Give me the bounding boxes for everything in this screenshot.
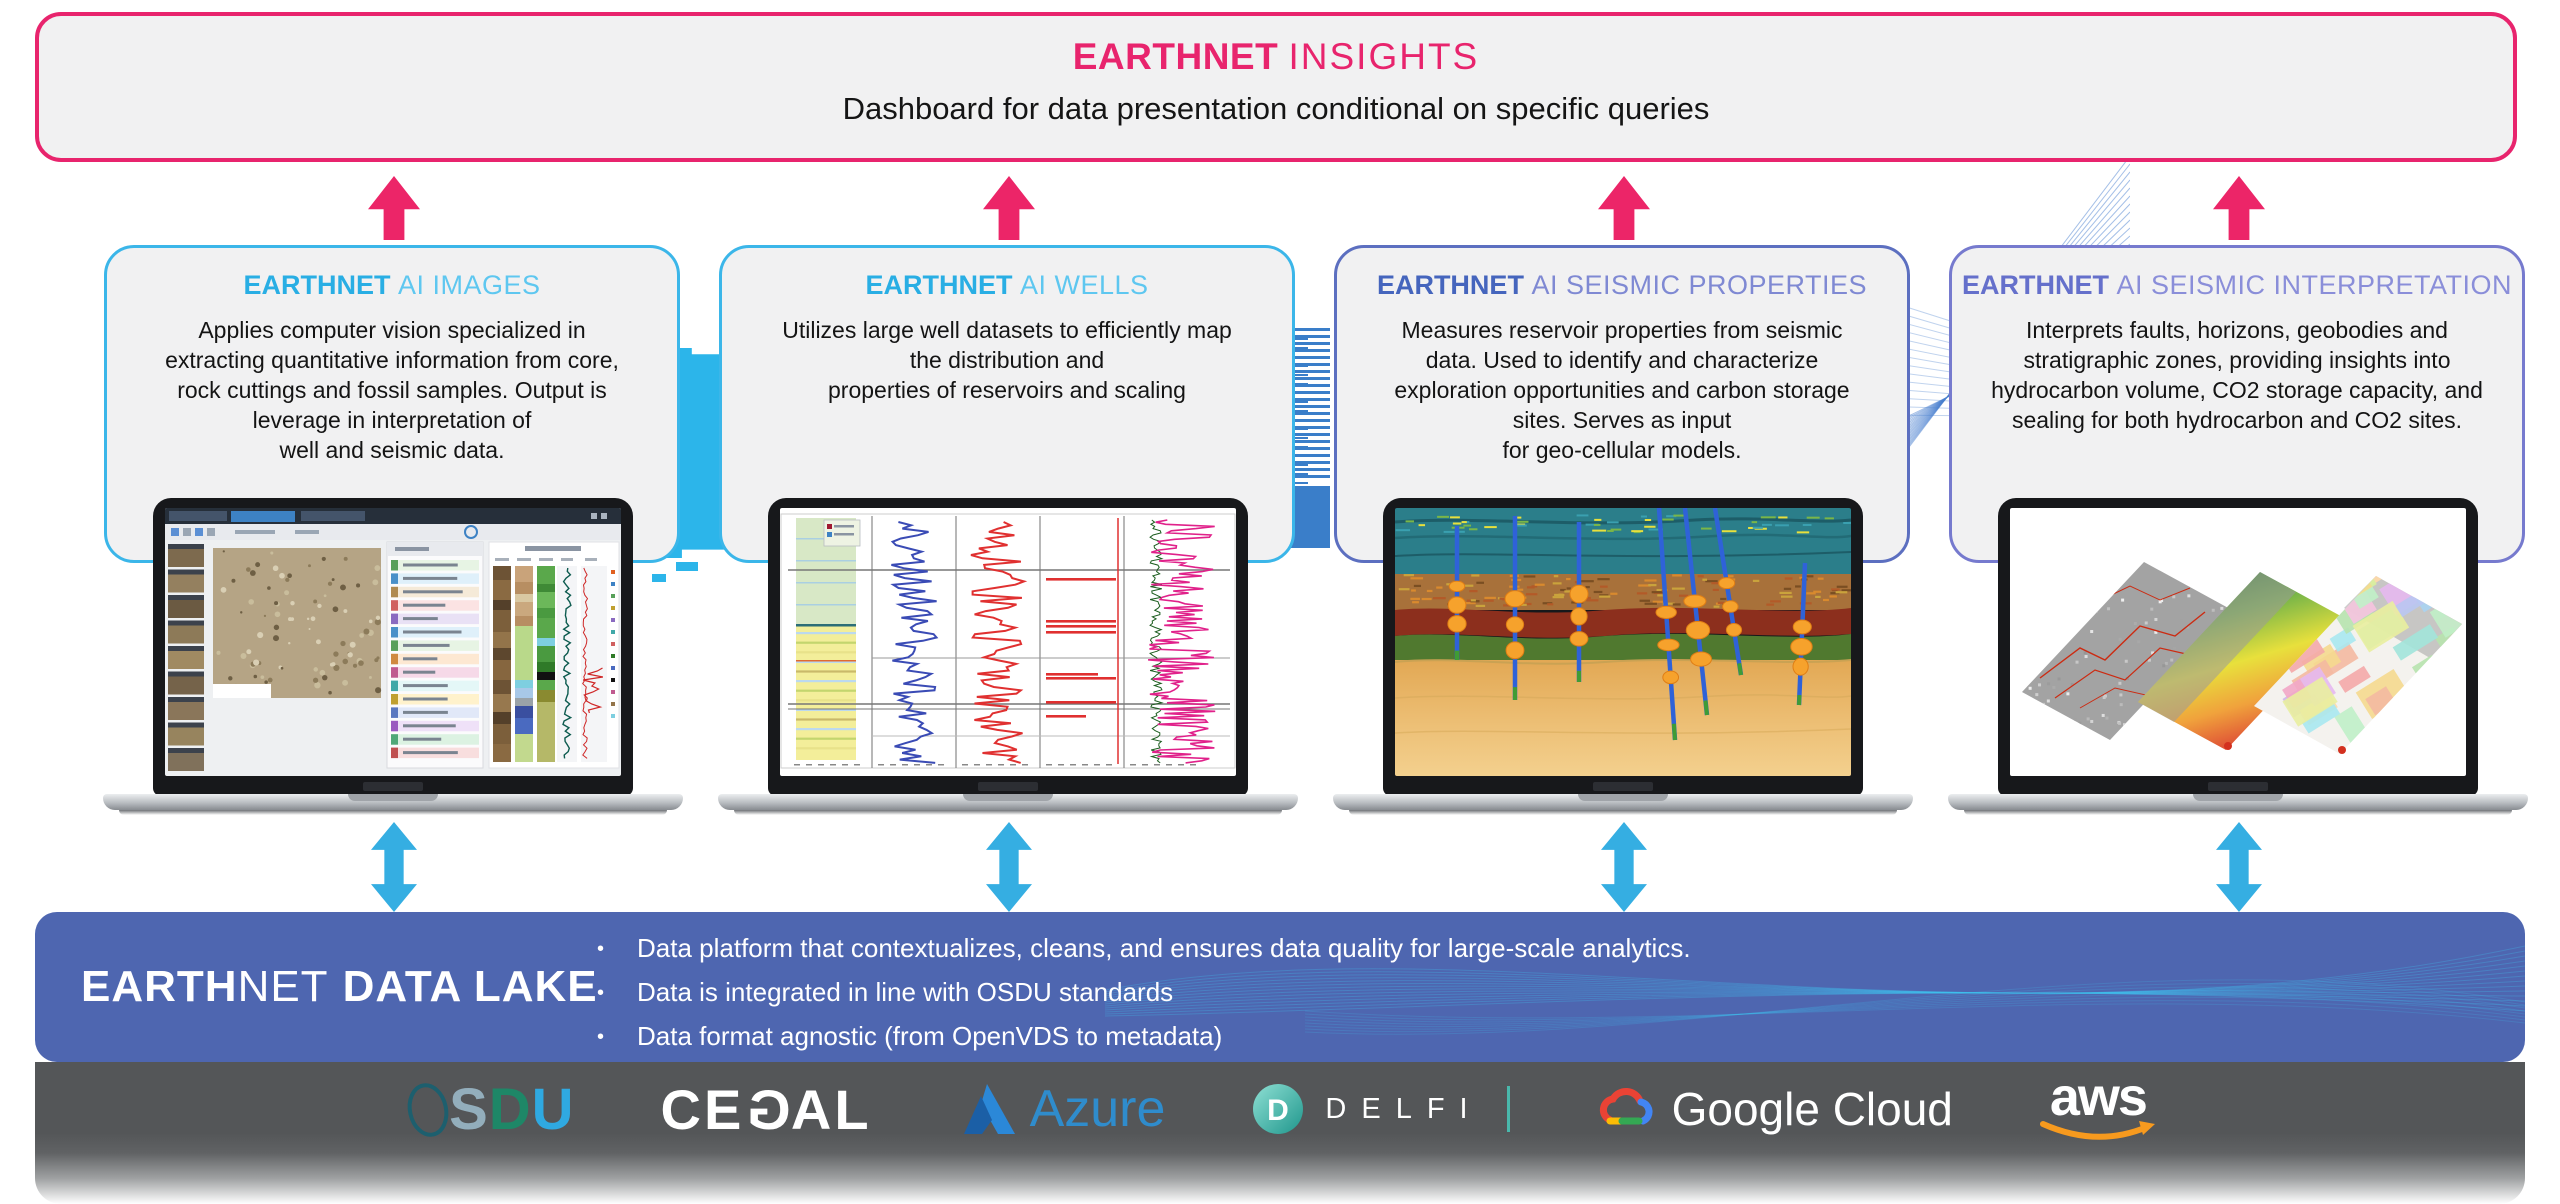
- laptop-ai-wells: [718, 498, 1298, 820]
- product-brand: EARTHNET: [243, 270, 391, 300]
- aws-label: aws: [2049, 1067, 2148, 1127]
- delfi-circle-icon: D: [1253, 1084, 1304, 1134]
- laptop-ai-seismic-interpretation: [1948, 498, 2528, 820]
- product-brand: EARTHNET: [1961, 270, 2109, 300]
- laptop-brand-plate: [2208, 782, 2268, 791]
- osdu-letter: D: [488, 1076, 532, 1142]
- product-title: EARTHNET AI WELLS: [722, 270, 1292, 301]
- double-arrow-icon: [2216, 822, 2262, 912]
- product-name: AI SEISMIC PROPERTIES: [1531, 270, 1868, 300]
- laptop-screen-interpretation: [1998, 498, 2478, 796]
- osdu-o-icon: [407, 1083, 449, 1137]
- azure-triangle-icon: [963, 1084, 1015, 1134]
- double-arrow-icon: [986, 822, 1032, 912]
- product-description: Applies computer vision specialized in e…: [165, 317, 619, 463]
- laptop-screen-seismic-3d: [1383, 498, 1863, 796]
- insights-title-bold: EARTHNET: [1072, 36, 1279, 77]
- product-description: Measures reservoir properties from seism…: [1394, 317, 1850, 463]
- aws-smile-icon: [2039, 1121, 2155, 1140]
- product-title: EARTHNET AI SEISMIC INTERPRETATION: [1952, 270, 2522, 301]
- laptop-brand-plate: [978, 782, 1038, 791]
- laptop-brand-plate: [1593, 782, 1653, 791]
- double-arrow-icon: [371, 822, 417, 912]
- data-lake-title-light: NET: [237, 962, 329, 1011]
- product-brand: EARTHNET: [865, 270, 1013, 300]
- google-cloud-logo: Google Cloud: [1596, 1082, 1953, 1136]
- google-cloud-icon: [1599, 1087, 1653, 1125]
- bullet-text: Data is integrated in line with OSDU sta…: [637, 977, 1174, 1007]
- bullet-icon: •: [597, 982, 605, 1004]
- laptop-base: [718, 794, 1298, 815]
- product-name: AI WELLS: [1019, 270, 1149, 300]
- bullet-icon: •: [597, 1026, 605, 1048]
- delfi-divider: [1506, 1086, 1510, 1132]
- osdu-letter: U: [531, 1076, 575, 1142]
- laptop-ai-seismic-properties: [1333, 498, 1913, 820]
- list-item: • Data format agnostic (from OpenVDS to m…: [597, 1021, 1691, 1052]
- laptop-brand-plate: [363, 782, 423, 791]
- laptop-base: [1948, 794, 2528, 815]
- cegal-letters: AL: [790, 1077, 872, 1141]
- aws-logo: aws: [2039, 1067, 2157, 1144]
- data-stream-fragment: [676, 562, 698, 571]
- up-arrow-icon: [983, 176, 1035, 240]
- azure-logo: Azure: [958, 1079, 1166, 1139]
- google-cloud-label: Google Cloud: [1671, 1083, 1953, 1135]
- bullet-text: Data format agnostic (from OpenVDS to me…: [637, 1021, 1223, 1051]
- bullet-icon: •: [597, 938, 605, 960]
- osdu-letter: S: [449, 1076, 489, 1142]
- insights-banner: EARTHNET INSIGHTS Dashboard for data pre…: [35, 12, 2517, 162]
- svg-text:D: D: [1268, 1094, 1290, 1127]
- data-lake-bullets: • Data platform that contextualizes, clea…: [597, 933, 1691, 1062]
- data-lake-title-bold2: DATA LAKE: [342, 962, 598, 1011]
- list-item: • Data is integrated in line with OSDU st…: [597, 977, 1691, 1008]
- product-title: EARTHNET AI SEISMIC PROPERTIES: [1337, 270, 1907, 301]
- product-description: Utilizes large well datasets to efficien…: [782, 317, 1232, 403]
- laptop-ai-images: [103, 498, 683, 820]
- product-name: AI IMAGES: [397, 270, 541, 300]
- cegal-letters: CE: [660, 1077, 745, 1141]
- insights-title-light: INSIGHTS: [1288, 36, 1480, 77]
- laptop-base: [1333, 794, 1913, 815]
- double-arrow-icon: [1601, 822, 1647, 912]
- data-lake-title-bold: EARTH: [81, 962, 238, 1011]
- list-item: • Data platform that contextualizes, clea…: [597, 933, 1691, 964]
- azure-label: Azure: [1029, 1080, 1166, 1138]
- up-arrow-icon: [2213, 176, 2265, 240]
- laptop-screen-core-analysis: [153, 498, 633, 796]
- product-description: Interprets faults, horizons, geobodies a…: [1991, 317, 2483, 433]
- delfi-label: DELFI: [1325, 1092, 1483, 1125]
- up-arrow-icon: [368, 176, 420, 240]
- product-brand: EARTHNET: [1376, 270, 1524, 300]
- product-title: EARTHNET AI IMAGES: [107, 270, 677, 301]
- wave-pattern: [1105, 945, 2525, 1035]
- data-stream-fragment: [652, 574, 666, 582]
- laptop-base: [103, 794, 683, 815]
- delfi-logo: D DELFI: [1251, 1082, 1510, 1136]
- insights-title: EARTHNET INSIGHTS: [39, 36, 2513, 78]
- insights-subtitle: Dashboard for data presentation conditio…: [842, 91, 1710, 126]
- up-arrow-icon: [1598, 176, 1650, 240]
- product-name: AI SEISMIC INTERPRETATION: [2116, 270, 2513, 300]
- cegal-reversed-g: G: [744, 1077, 791, 1141]
- laptop-screen-well-logs: [768, 498, 1248, 796]
- bullet-text: Data platform that contextualizes, clean…: [637, 933, 1691, 963]
